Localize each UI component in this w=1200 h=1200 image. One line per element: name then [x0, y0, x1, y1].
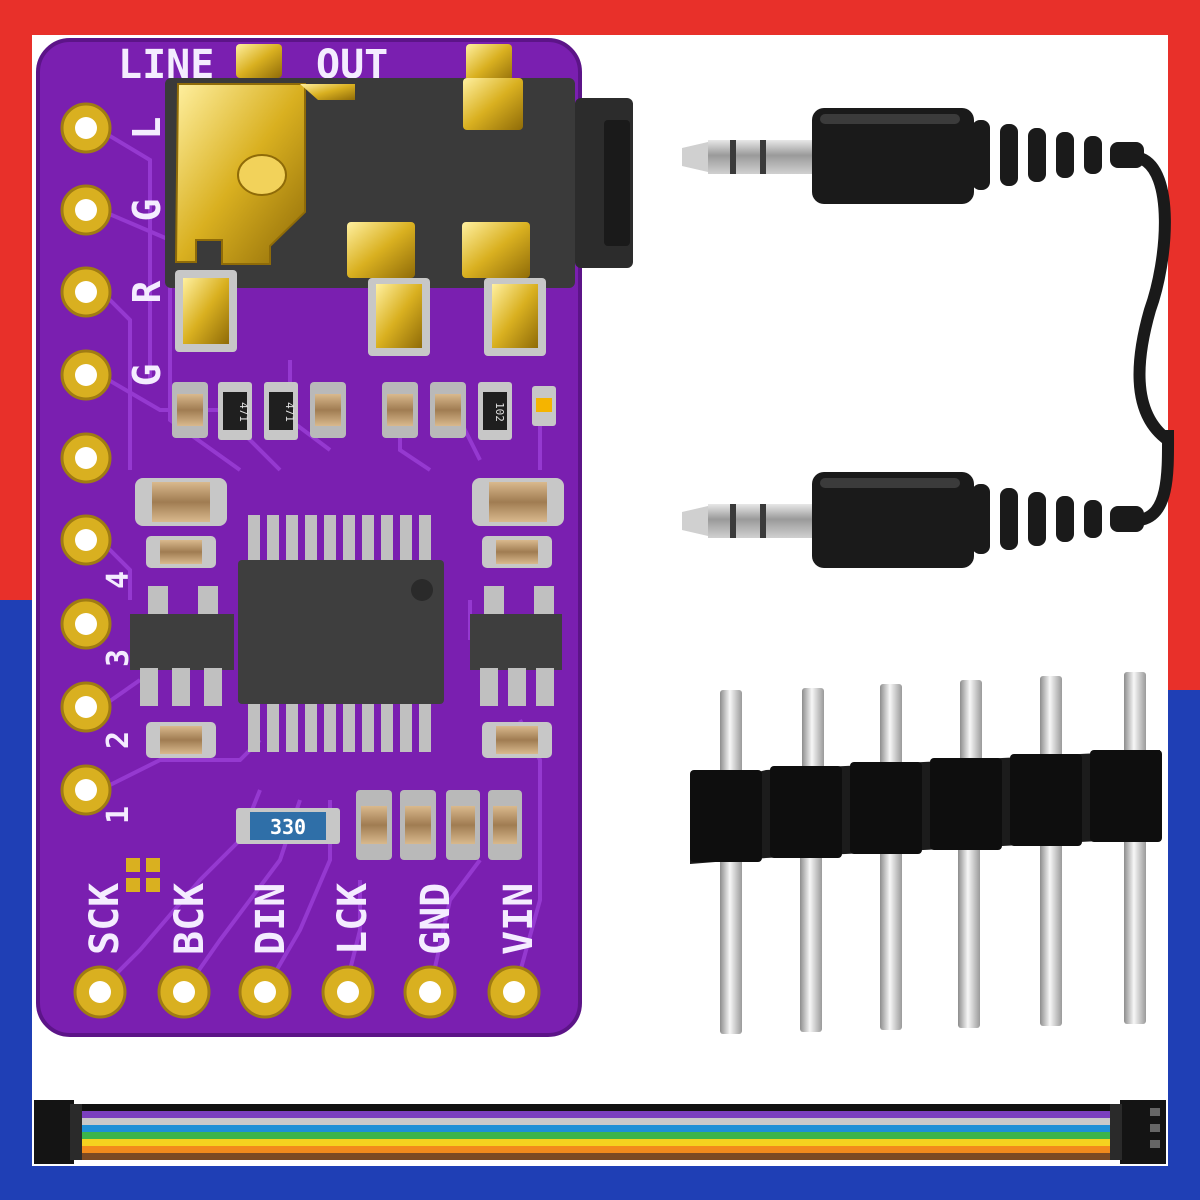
smd-components-top-row [172, 382, 556, 440]
audio-jack-connector [165, 44, 633, 356]
silk-pin-l: L [125, 117, 169, 140]
left-pin-holes [60, 102, 112, 816]
voltage-regulator-left [130, 586, 234, 706]
jumper-wire [80, 1153, 1120, 1160]
voltage-regulator-right [470, 586, 562, 706]
silk-pin-g-top: G [125, 199, 169, 222]
male-pin-header [690, 672, 1162, 1034]
silk-num-3: 3 [101, 649, 136, 667]
silk-pin-r: R [125, 280, 169, 303]
jumper-wire [80, 1146, 1120, 1153]
jumper-wire [80, 1132, 1120, 1139]
silk-pin-vin: VIN [496, 883, 542, 955]
dupont-jumper-wires [80, 1104, 1120, 1160]
jumper-wire [80, 1118, 1120, 1125]
dac-module-board: LINE OUT L G R G 4 3 2 1 SCK BCK DIN LCK… [36, 38, 633, 1037]
jumper-wire [80, 1104, 1120, 1111]
jumper-connector-right [1110, 1100, 1166, 1164]
silk-pin-bck: BCK [167, 883, 213, 955]
resistor-label-471a: 471 [237, 402, 250, 422]
silk-pin-din: DIN [248, 883, 294, 955]
silk-pin-g-bottom: G [125, 364, 169, 387]
audio-cable-top [682, 108, 1172, 445]
resistor-label-102a: 102 [493, 402, 506, 422]
bottom-pin-holes [73, 965, 541, 1019]
silk-num-2: 2 [101, 731, 136, 749]
solder-jumper-pads [126, 858, 160, 892]
smd-capacitors-mid [135, 478, 564, 758]
silk-num-4: 4 [101, 571, 136, 589]
resistor-label-330: 330 [270, 815, 306, 839]
silk-pin-lck: LCK [330, 883, 376, 955]
smd-components-bottom-row [236, 790, 522, 860]
dac-chip [238, 515, 444, 752]
silk-pin-gnd: GND [413, 883, 459, 955]
silk-pin-sck: SCK [82, 883, 128, 955]
jumper-wire [80, 1139, 1120, 1146]
jumper-wire [80, 1111, 1120, 1118]
jumper-wire [80, 1125, 1120, 1132]
jumper-connector-left [34, 1100, 82, 1164]
resistor-label-471b: 471 [283, 402, 296, 422]
audio-cable-bottom [682, 429, 1175, 568]
silk-num-1: 1 [101, 806, 136, 824]
